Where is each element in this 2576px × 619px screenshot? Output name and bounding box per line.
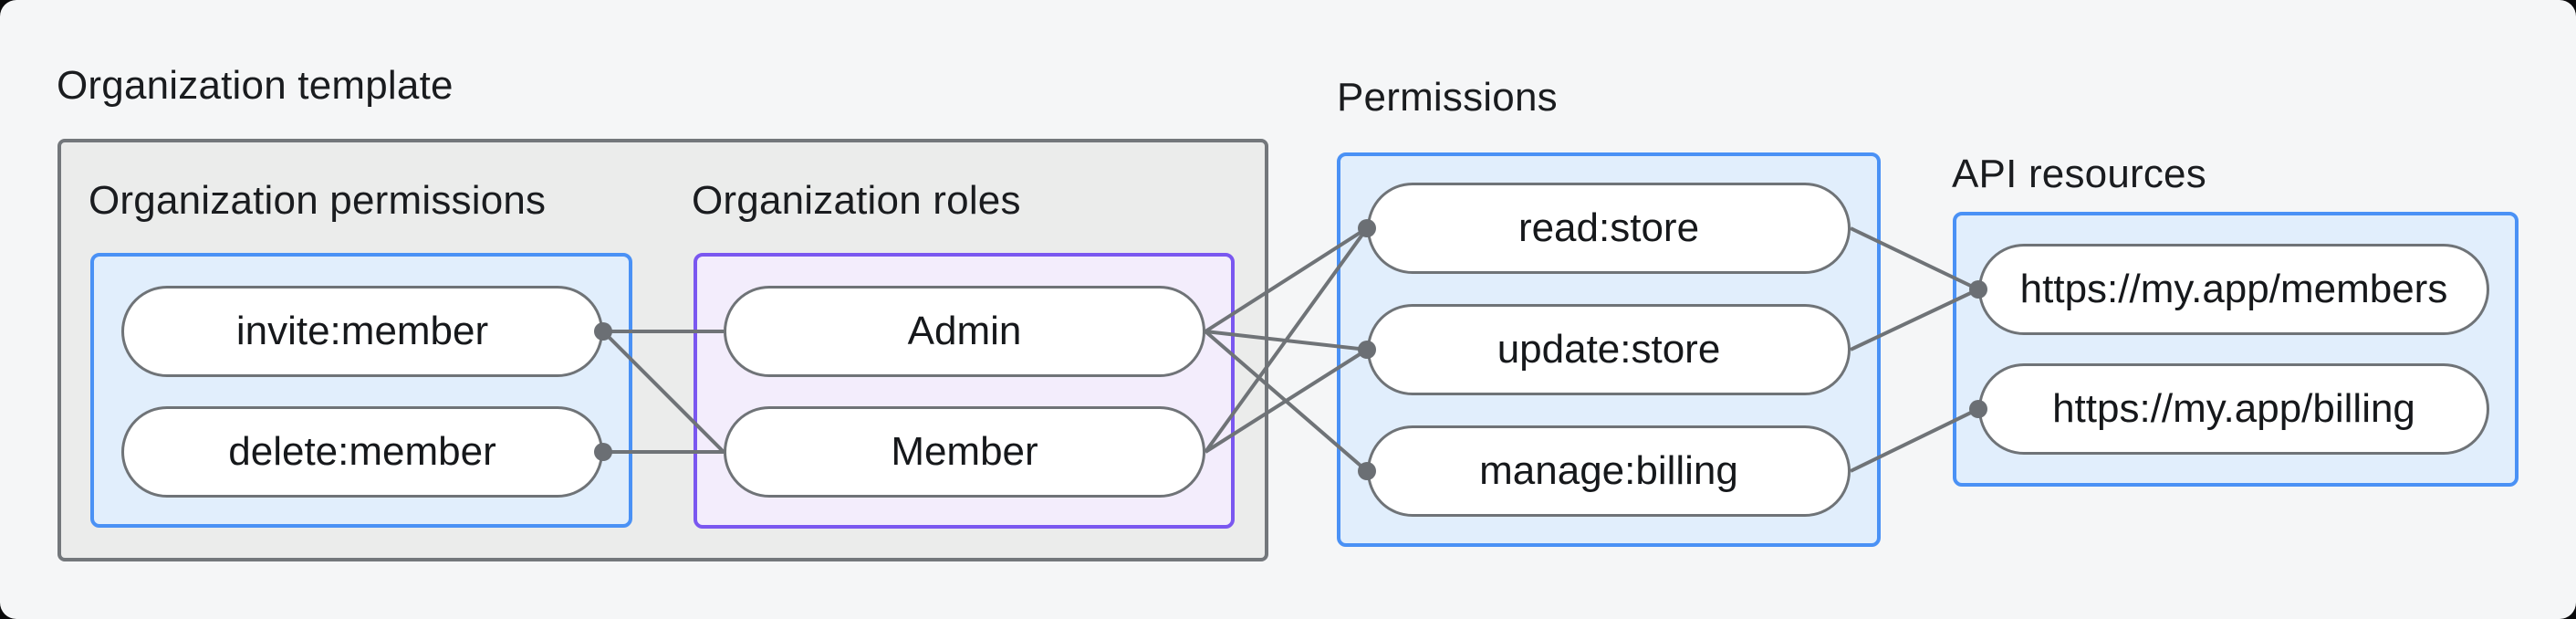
api-resources-heading: API resources [1952,152,2206,196]
node-invite-member: invite:member [121,286,603,377]
node-update-store: update:store [1367,304,1851,395]
node-member: Member [724,406,1205,498]
node-admin: Admin [724,286,1205,377]
node-manage-billing: manage:billing [1367,425,1851,517]
node-api-billing: https://my.app/billing [1978,363,2489,455]
org-roles-heading: Organization roles [692,178,1021,223]
node-read-store: read:store [1367,183,1851,274]
node-delete-member: delete:member [121,406,603,498]
node-api-members: https://my.app/members [1978,244,2489,335]
org-permissions-heading: Organization permissions [89,178,547,223]
org-template-title: Organization template [57,63,454,108]
permissions-heading: Permissions [1337,75,1558,120]
